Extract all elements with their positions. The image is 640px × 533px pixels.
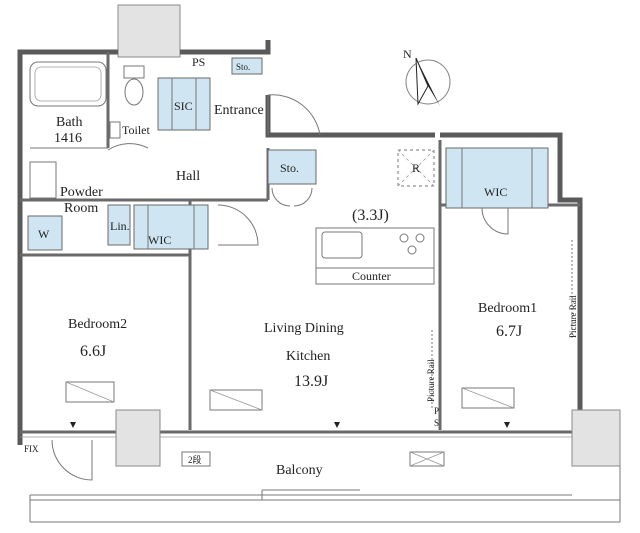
ac-unit-bedroom1 bbox=[461, 387, 515, 409]
entrance-door-swing bbox=[267, 94, 321, 136]
wic-right bbox=[445, 147, 549, 209]
toilet-door-swing bbox=[107, 143, 149, 151]
label-bath-size: 1416 bbox=[54, 131, 82, 146]
ac-unit-bedroom2 bbox=[65, 381, 115, 403]
label-sto-mid: Sto. bbox=[280, 161, 299, 175]
balcony-outline bbox=[29, 466, 621, 523]
column-left bbox=[115, 409, 161, 467]
wic-left bbox=[133, 204, 209, 250]
sic-closet bbox=[157, 77, 211, 131]
ac-unit-ldk bbox=[209, 389, 263, 411]
balcony-outdoor-unit bbox=[409, 451, 445, 467]
label-picture-rail-mid: Picture Rail bbox=[426, 359, 436, 402]
step-box bbox=[181, 451, 211, 467]
label-ps-top: PS bbox=[192, 55, 205, 69]
label-entrance: Entrance bbox=[214, 103, 264, 118]
storage-top bbox=[231, 57, 263, 75]
label-wic-left: WIC bbox=[148, 233, 171, 247]
label-refrigerator: R bbox=[412, 161, 420, 175]
label-kitchen-size: (3.3J) bbox=[352, 207, 389, 224]
compass-letter: N bbox=[403, 47, 412, 61]
label-sto-top: Sto. bbox=[236, 62, 250, 72]
label-powder-room-2: Room bbox=[64, 201, 98, 216]
column-right bbox=[571, 409, 621, 467]
label-balcony: Balcony bbox=[276, 463, 323, 478]
label-linen: Lin. bbox=[110, 219, 130, 233]
top-column bbox=[117, 4, 181, 58]
label-ps-low-p: P bbox=[434, 406, 439, 416]
label-counter: Counter bbox=[352, 269, 391, 283]
kitchen-counter bbox=[315, 227, 435, 285]
label-hall: Hall bbox=[176, 169, 200, 184]
label-fix: FIX bbox=[24, 444, 39, 454]
label-washer: W bbox=[38, 227, 50, 241]
label-ldk-size: 13.9J bbox=[294, 373, 328, 390]
label-wic-right: WIC bbox=[484, 185, 507, 199]
label-toilet: Toilet bbox=[122, 123, 150, 137]
bathtub bbox=[29, 61, 108, 149]
label-ldk-2: Kitchen bbox=[286, 349, 330, 364]
label-picture-rail-right: Picture Rail bbox=[568, 295, 578, 338]
label-sic: SIC bbox=[174, 99, 193, 113]
label-ldk-1: Living Dining bbox=[264, 321, 344, 336]
label-bedroom1-size: 6.7J bbox=[496, 323, 522, 340]
storage-mid bbox=[267, 149, 317, 185]
vanity-sink bbox=[29, 161, 57, 199]
washer-space bbox=[27, 215, 63, 251]
compass-icon bbox=[405, 57, 451, 106]
label-step: 2段 bbox=[188, 454, 202, 465]
linen-closet bbox=[107, 204, 131, 246]
toilet-fixture bbox=[109, 65, 145, 139]
label-bedroom2: Bedroom2 bbox=[68, 317, 127, 332]
label-bedroom1: Bedroom1 bbox=[478, 301, 537, 316]
label-ps-low-s: S bbox=[434, 418, 439, 428]
refrigerator-space bbox=[397, 149, 435, 187]
label-bedroom2-size: 6.6J bbox=[80, 343, 106, 360]
label-powder-room-1: Powder bbox=[60, 185, 103, 200]
label-bath: Bath bbox=[56, 115, 82, 130]
